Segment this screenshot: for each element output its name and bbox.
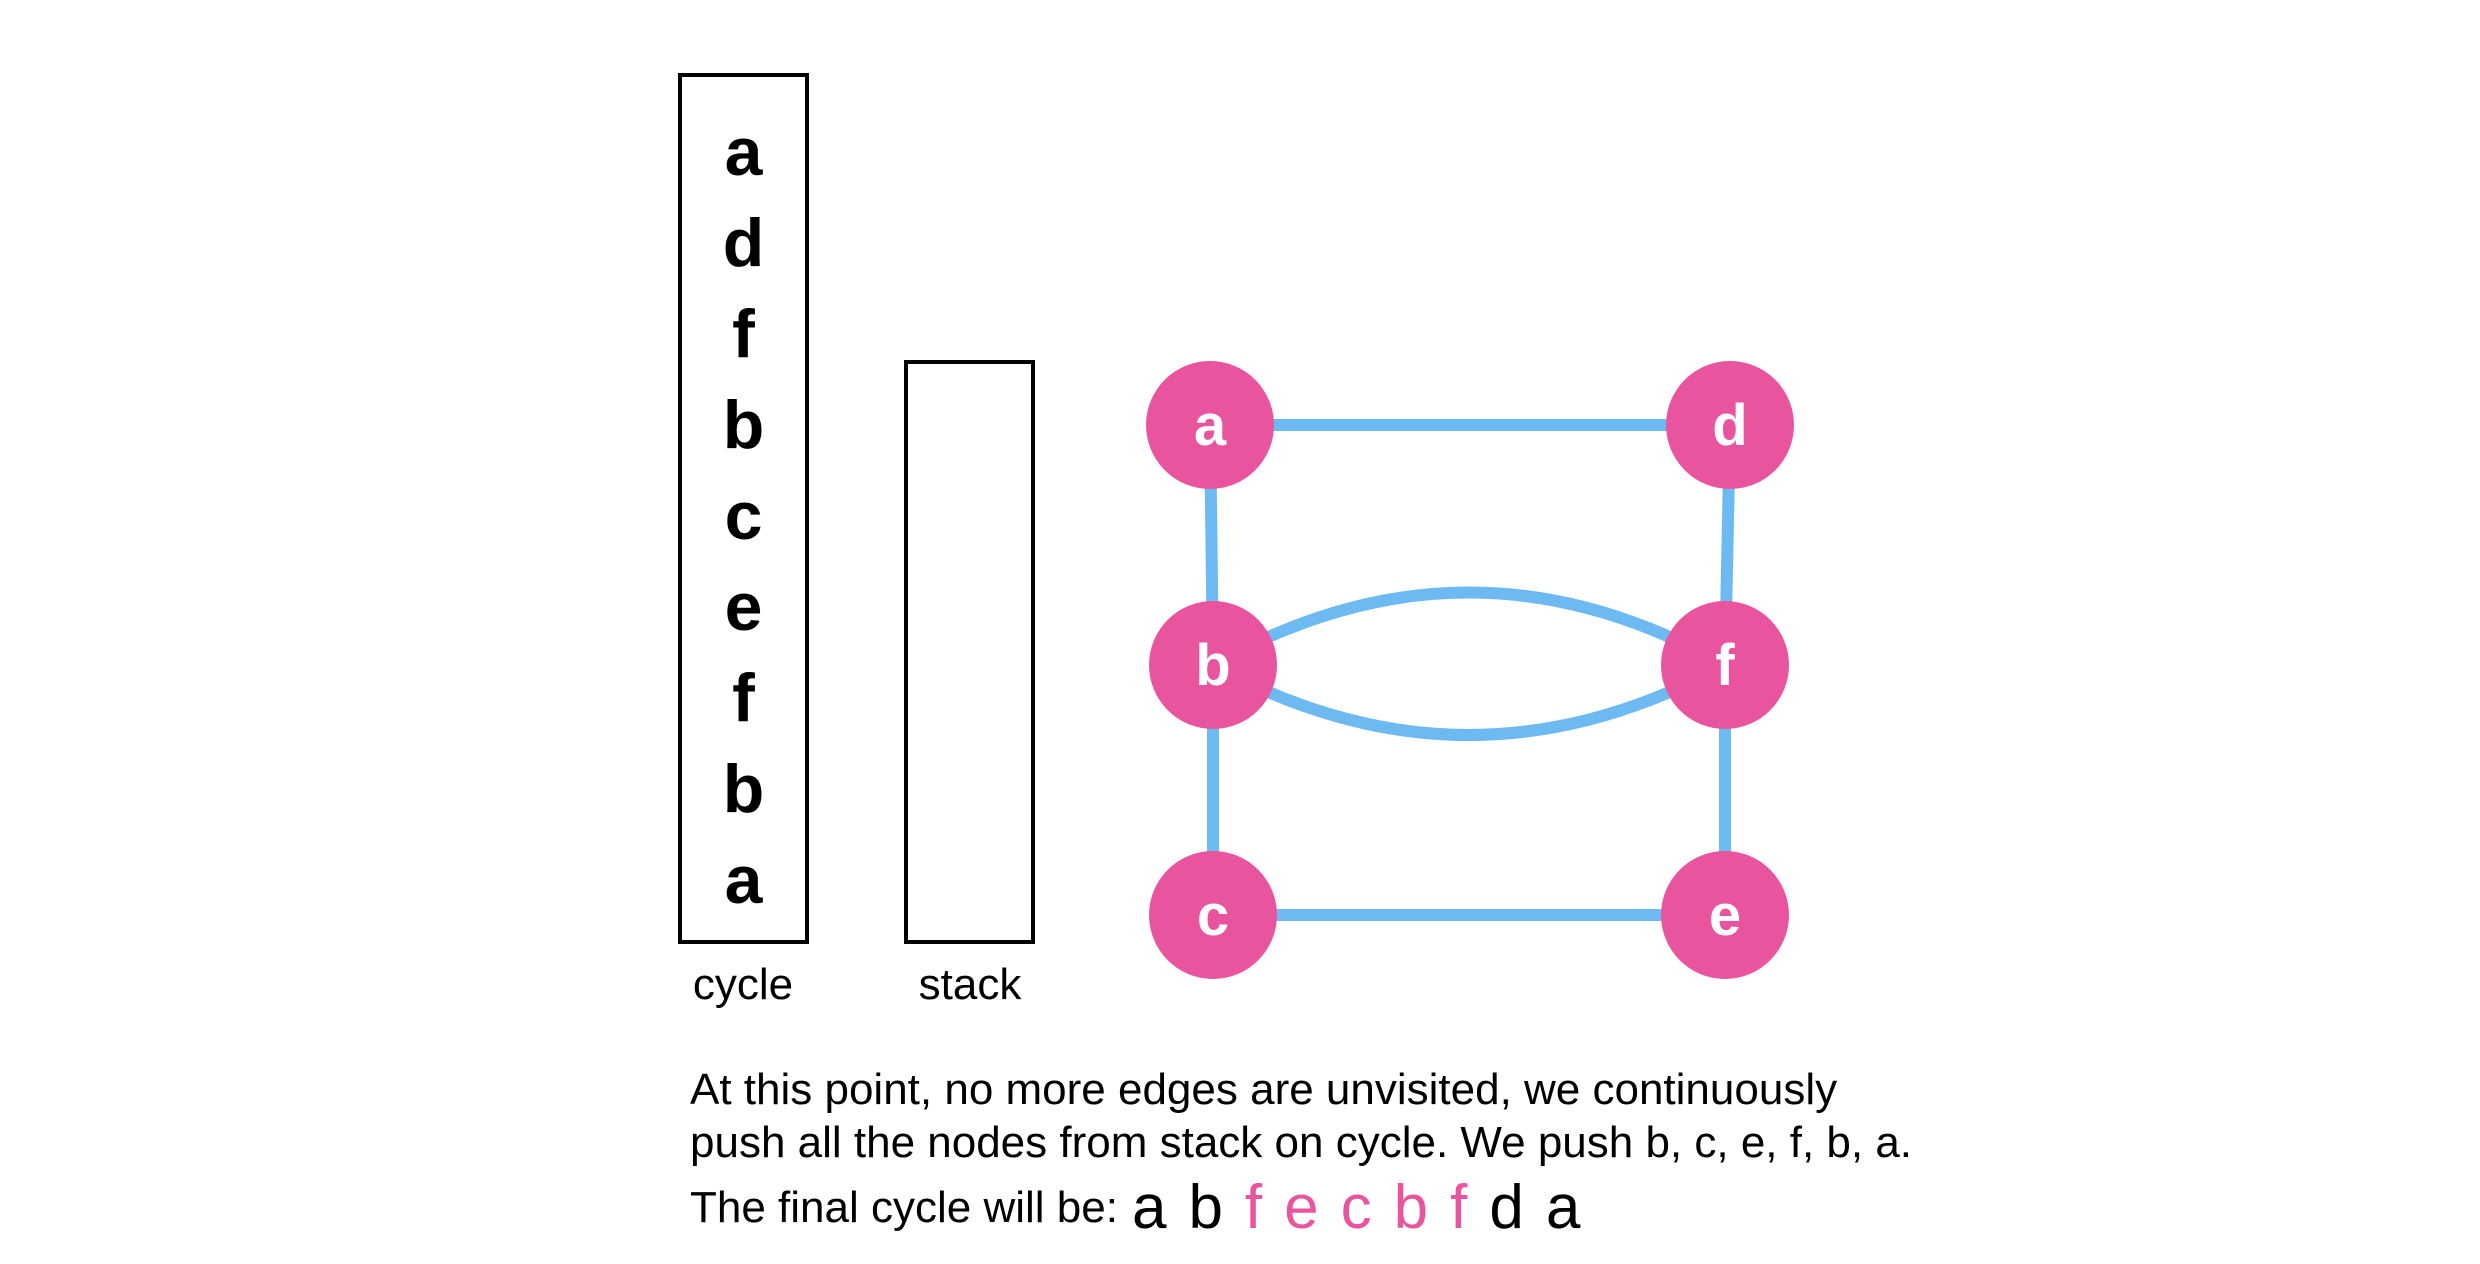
node-label-e: e: [1709, 883, 1741, 948]
caption-line-2: push all the nodes from stack on cycle. …: [690, 1118, 1913, 1167]
node-b: b: [1149, 601, 1277, 729]
stack-box: [904, 360, 1035, 944]
node-e: e: [1661, 851, 1789, 979]
caption-line-1: At this point, no more edges are unvisit…: [690, 1065, 1838, 1114]
sequence-item: b: [1188, 1173, 1223, 1242]
node-label-d: d: [1712, 393, 1747, 458]
cycle-item: a: [724, 842, 763, 918]
node-f: f: [1661, 601, 1789, 729]
cycle-item: c: [724, 478, 763, 554]
stack-label: stack: [918, 960, 1022, 1009]
cycle-list: a d f b c e f b a: [678, 112, 809, 931]
cycle-item: f: [732, 296, 755, 372]
edge-b-f-upper: [1207, 586, 1731, 671]
sequence-item: e: [1284, 1173, 1319, 1242]
sequence-item: b: [1393, 1173, 1429, 1242]
sequence-item: a: [1131, 1173, 1167, 1242]
node-d: d: [1666, 361, 1794, 489]
cycle-item: b: [722, 387, 765, 463]
node-label-f: f: [1715, 633, 1735, 698]
sequence-item: f: [1244, 1173, 1263, 1242]
cycle-item: b: [722, 751, 765, 827]
graph-nodes: a d b f c e: [1146, 361, 1794, 979]
node-label-a: a: [1194, 393, 1227, 458]
sequence-item: a: [1545, 1173, 1581, 1242]
node-label-b: b: [1195, 633, 1230, 698]
cycle-item: f: [732, 660, 755, 736]
sequence-item: c: [1340, 1173, 1372, 1242]
edge-b-f-lower: [1207, 659, 1731, 741]
cycle-box: [678, 73, 809, 944]
caption-line-3: The final cycle will be: a b f e c b f d…: [690, 1172, 1580, 1243]
node-c: c: [1149, 851, 1277, 979]
node-a: a: [1146, 361, 1274, 489]
node-label-c: c: [1197, 883, 1229, 948]
sequence-item: f: [1450, 1173, 1468, 1242]
final-cycle-prefix: The final cycle will be:: [690, 1183, 1118, 1232]
final-cycle-sequence: a b f e c b f d a: [1132, 1172, 1580, 1243]
graph-edges: [1204, 419, 1736, 921]
cycle-label: cycle: [692, 960, 794, 1009]
cycle-item: d: [722, 205, 765, 281]
sequence-item: d: [1489, 1173, 1524, 1242]
cycle-item: e: [724, 569, 763, 645]
cycle-item: a: [724, 114, 763, 190]
